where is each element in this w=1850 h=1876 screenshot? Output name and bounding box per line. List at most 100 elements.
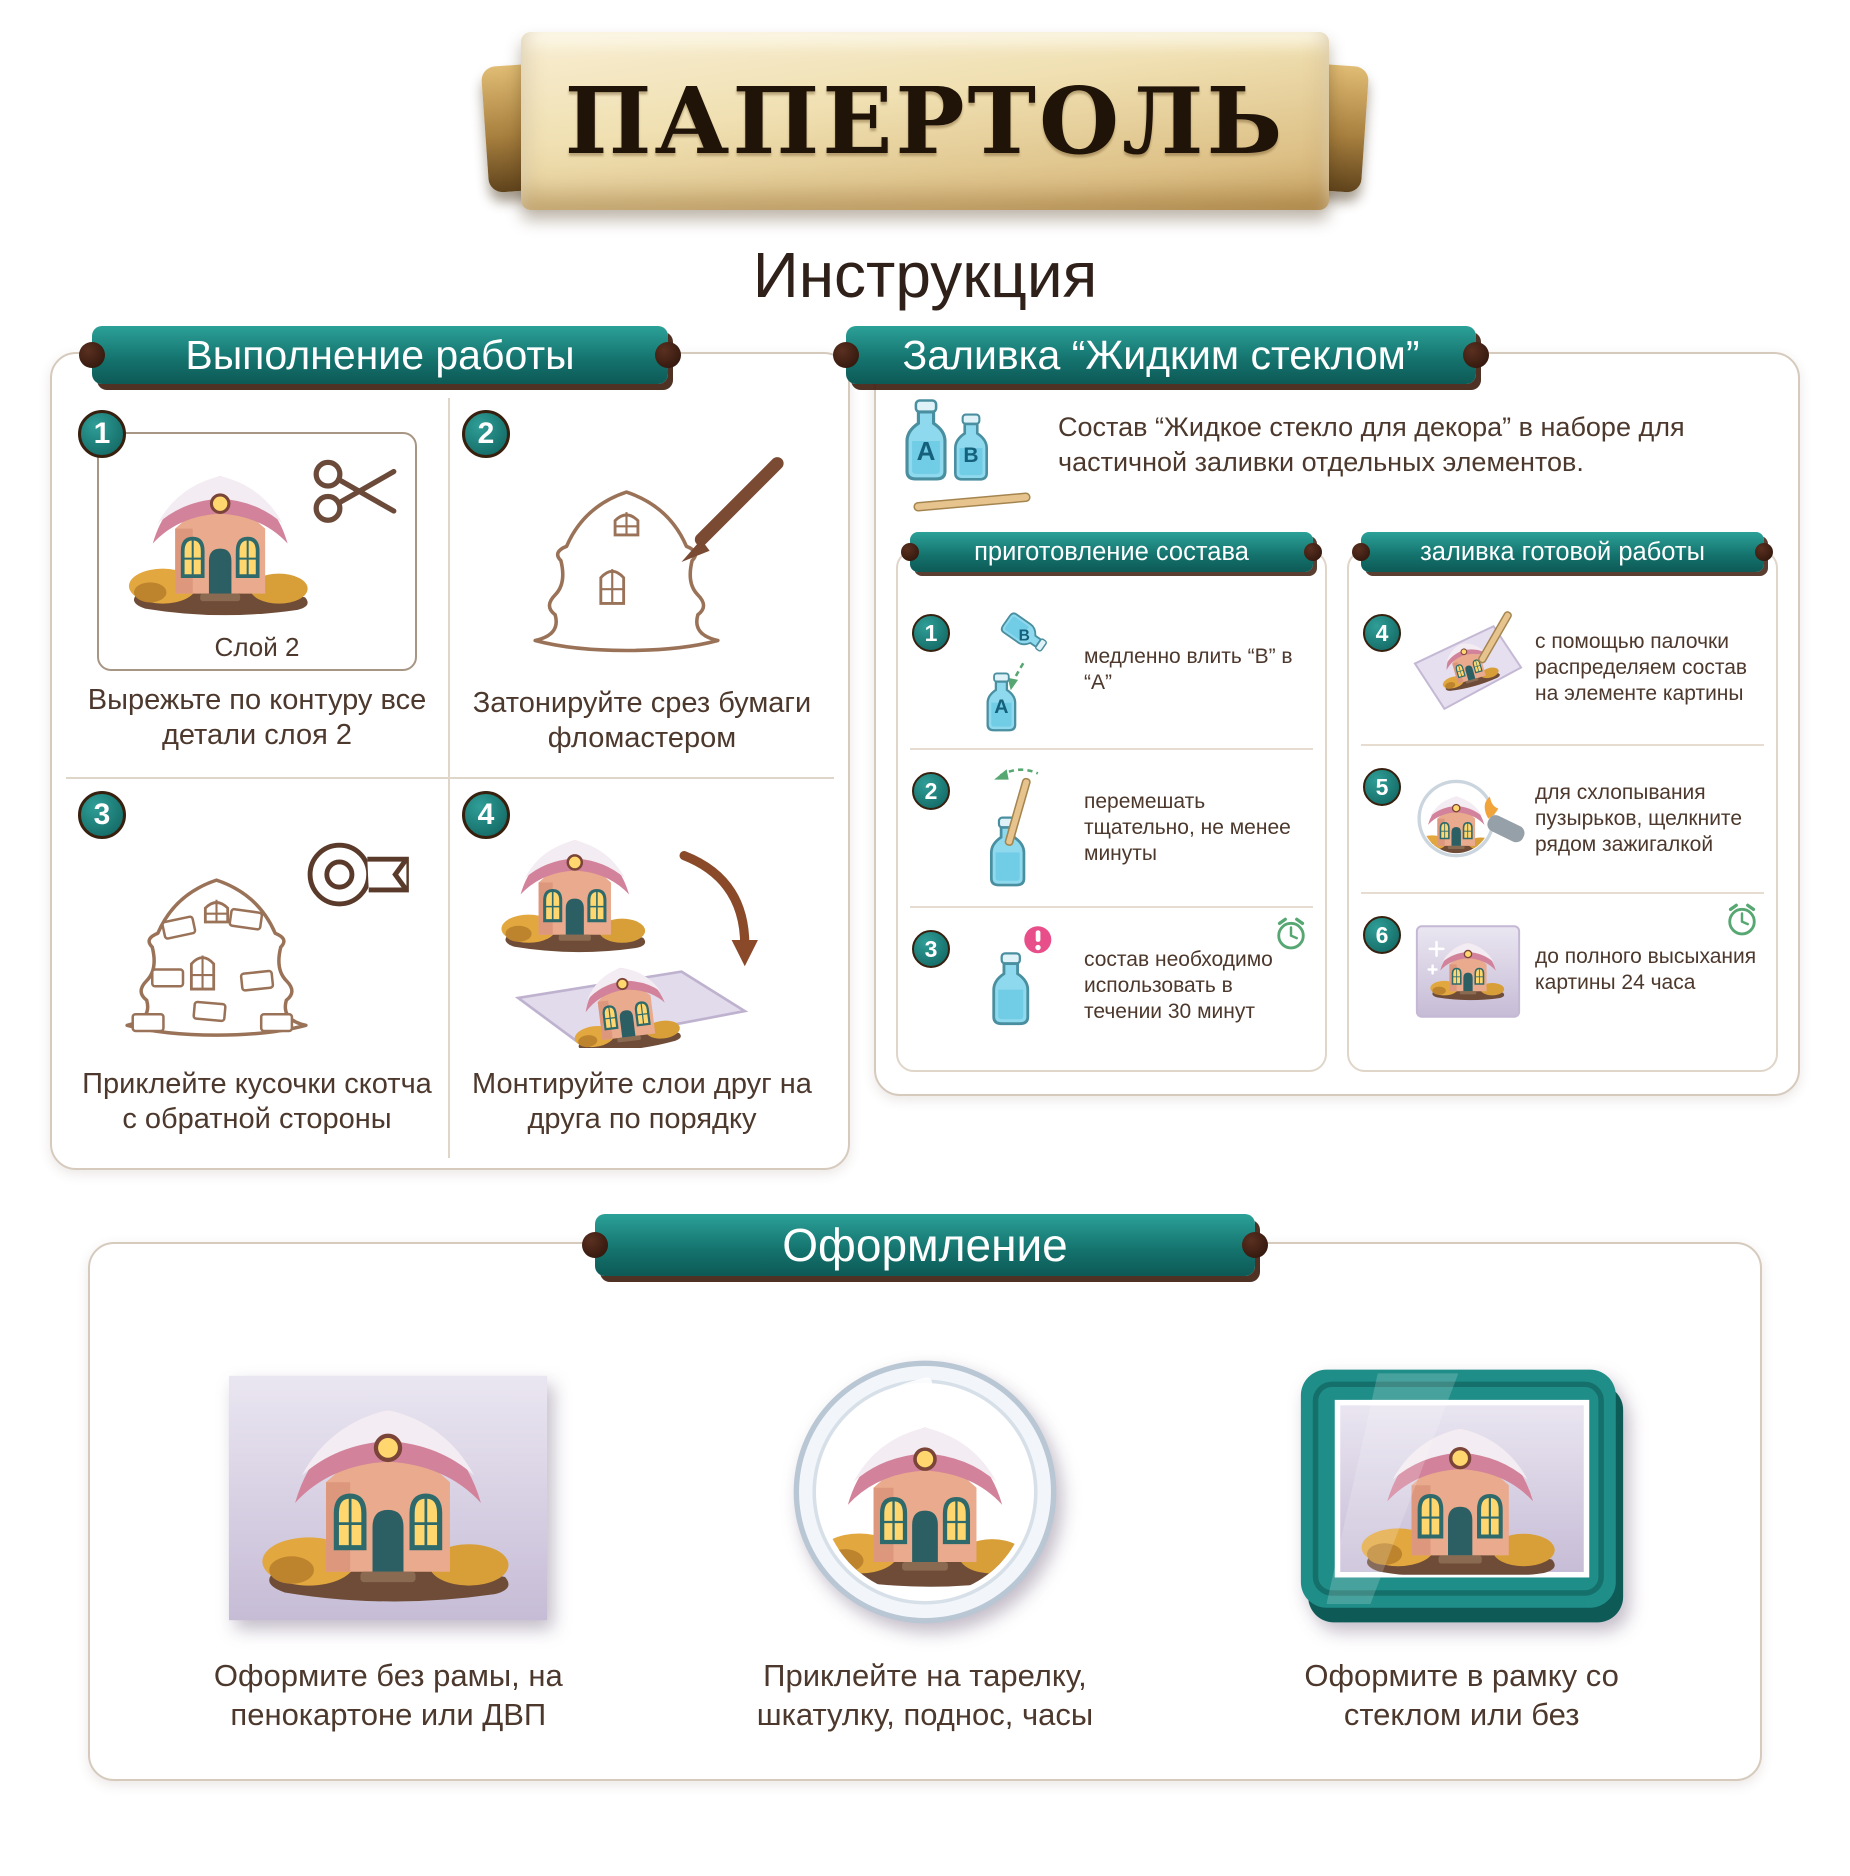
tape-roll-icon — [307, 842, 409, 907]
work-panel-header: Выполнение работы — [79, 326, 681, 384]
prep-title: приготовление состава — [974, 537, 1249, 566]
lighter-bubbles-icon — [1409, 758, 1527, 880]
option-plate: Приклейте на тарелку, шкатулку, поднос, … — [690, 1318, 1160, 1735]
option-foamboard: Оформите без рамы, на пенокартоне или ДВ… — [153, 1318, 623, 1735]
spread-on-picture-icon — [1409, 604, 1527, 732]
step-caption: медленно влить “B” в “A” — [1084, 644, 1293, 694]
liquid-glass-panel: Заливка “Жидким стеклом” A B Состав “Жид… — [833, 326, 1800, 1096]
framing-panel-title: Оформление — [782, 1218, 1068, 1271]
plate-picture — [791, 1318, 1059, 1626]
drying-picture-icon — [1409, 906, 1527, 1034]
framing-panel-header: Оформление — [582, 1213, 1268, 1276]
step-caption: Вырежьте по контуру все детали слоя 2 — [87, 684, 427, 752]
svg-text:B: B — [963, 444, 978, 467]
arrow-icon — [679, 850, 758, 967]
step-number-badge: 2 — [912, 772, 950, 810]
step-number-badge: 3 — [912, 930, 950, 968]
pour-step-5: 5 для схлопывания пузырьков, щелкните ря… — [1361, 744, 1764, 892]
step-number-badge: 1 — [78, 410, 126, 458]
scissors-icon — [313, 459, 397, 523]
option-caption: Оформите без рамы, на пенокартоне или ДВ… — [213, 1657, 563, 1733]
prep-step-1: 1 B A медленно влить “B” в “A” — [910, 592, 1313, 748]
step-caption: с помощью палочки распределяем состав на… — [1535, 629, 1748, 706]
layer-label: Слой 2 — [214, 632, 300, 662]
work-panel-title: Выполнение работы — [185, 331, 575, 378]
step-caption: для схлопывания пузырьков, щелкните рядо… — [1535, 780, 1742, 857]
step-caption: до полного высыхания картины 24 часа — [1535, 944, 1757, 994]
framing-options: Оформите без рамы, на пенокартоне или ДВ… — [120, 1318, 1730, 1735]
work-steps-grid: 1 Слой 2 Вырежьте по контуру все детали … — [52, 354, 848, 1168]
step-number-badge: 3 — [78, 790, 126, 839]
pin-icon — [1755, 543, 1773, 561]
step-caption: перемешать тщательно, не менее минуты — [1084, 789, 1291, 866]
main-panels-row: Выполнение работы 1 Слой 2 — [0, 326, 1850, 1170]
step-caption: Приклейте кусочки скотча с обратной стор… — [82, 1067, 432, 1136]
step-number-badge: 1 — [912, 614, 950, 652]
tape-illustration — [102, 817, 412, 1055]
step-number-badge: 4 — [462, 790, 510, 839]
pour-step-4: 4 с помощью палочки распределяем состав … — [1361, 592, 1764, 744]
brand-title: ПАПЕРТОЛЬ — [564, 67, 1286, 175]
step-caption: Затонируйте срез бумаги фломастером — [472, 687, 812, 755]
scroll-parchment: ПАПЕРТОЛЬ — [521, 32, 1329, 210]
work-steps-panel: Выполнение работы 1 Слой 2 — [50, 326, 850, 1170]
glass-shine — [1326, 1372, 1458, 1604]
work-step-4: 4 Монтируйте слои друг на д — [450, 779, 834, 1158]
pin-icon — [1463, 342, 1489, 368]
svg-text:A: A — [917, 436, 936, 466]
pour-header: заливка готовой работы — [1352, 532, 1773, 572]
step-number-badge: 2 — [462, 410, 510, 458]
option-caption: Приклейте на тарелку, шкатулку, поднос, … — [756, 1657, 1094, 1733]
step-number-badge: 5 — [1363, 768, 1401, 806]
pour-b-into-a-icon: B A — [958, 604, 1076, 736]
option-caption: Оформите в рамку со стеклом или без — [1304, 1657, 1619, 1733]
step-caption: состав необходимо использовать в течении… — [1084, 947, 1273, 1024]
stir-icon — [958, 762, 1076, 894]
step-caption: Монтируйте слои друг на друга по порядку — [472, 1067, 812, 1136]
glass-panel-header: Заливка “Жидким стеклом” — [833, 326, 1489, 384]
option-frame: Оформите в рамку со стеклом или без — [1227, 1318, 1697, 1735]
pin-icon — [833, 342, 859, 368]
pour-title: заливка готовой работы — [1420, 537, 1705, 566]
prep-subpanel: приготовление состава 1 B A — [896, 532, 1327, 1072]
timer-clock-icon — [1273, 916, 1309, 952]
prep-step-2: 2 перемешать тщательно, не менее минуты — [910, 748, 1313, 906]
prep-header: приготовление состава — [901, 532, 1322, 572]
svg-text:B: B — [1019, 627, 1030, 644]
bottles-ab-icon: A B — [905, 398, 1031, 512]
tone-edge-illustration — [487, 436, 797, 674]
work-step-1: 1 Слой 2 Вырежьте по контуру все детали … — [66, 398, 450, 779]
page-title: Инструкция — [752, 239, 1098, 311]
svg-text:A: A — [994, 696, 1008, 718]
step-number-badge: 6 — [1363, 916, 1401, 954]
sparkle-icon — [1427, 940, 1445, 975]
framed-picture — [1297, 1318, 1627, 1626]
pin-icon — [1352, 543, 1370, 561]
cut-house-illustration — [127, 459, 397, 618]
step-number-badge: 4 — [1363, 614, 1401, 652]
work-step-3: 3 — [66, 778, 450, 1158]
pin-icon — [1242, 1231, 1268, 1258]
stick-icon — [913, 492, 1031, 512]
lighter-icon — [1484, 796, 1525, 843]
glass-subpanels: приготовление состава 1 B A — [876, 532, 1798, 1094]
warning-icon — [1024, 926, 1052, 954]
mount-layers-illustration — [482, 817, 802, 1055]
tape-pieces — [131, 907, 294, 1032]
title-banner: ПАПЕРТОЛЬ — [480, 26, 1370, 222]
prep-step-3: 3 состав необходимо использовать в течен… — [910, 906, 1313, 1064]
pin-icon — [655, 342, 681, 368]
pour-step-6: 6 до полного высыхания картины 24 часа — [1361, 892, 1764, 1046]
pin-icon — [79, 342, 105, 368]
timer-clock-icon — [1724, 902, 1760, 938]
foamboard-picture — [223, 1318, 553, 1626]
flat-picture — [514, 960, 749, 1048]
work-step-2: 2 Затонируйте срез бумаги фломастером — [450, 398, 834, 779]
pour-subpanel: заливка готовой работы 4 с помощью палоч… — [1347, 532, 1778, 1072]
bottle-warning-icon — [958, 920, 1076, 1052]
layer-image-frame: Слой 2 — [97, 432, 417, 671]
marker-icon — [681, 457, 784, 563]
pin-icon — [582, 1231, 608, 1258]
framing-panel: Оформление Оформите без рамы, на пенокар… — [88, 1213, 1762, 1781]
pin-icon — [1304, 543, 1322, 561]
